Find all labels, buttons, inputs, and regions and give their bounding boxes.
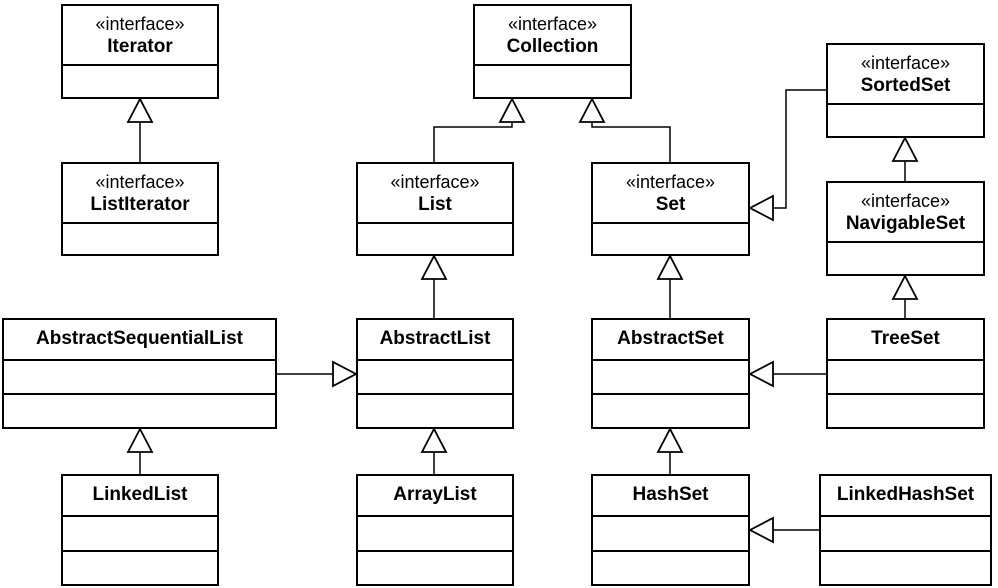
stereotype-label: «interface»: [860, 53, 951, 73]
class-name: Set: [655, 194, 686, 215]
inheritance-arrowhead-abstractsequentiallist-abstractlist: [332, 360, 358, 388]
class-name: AbstractSet: [617, 328, 724, 349]
inheritance-arrowhead-abstractlist-list: [420, 254, 448, 280]
inheritance-arrowhead-navigableset-sortedset: [891, 136, 919, 162]
class-hashset[interactable]: HashSet: [591, 474, 750, 586]
class-name: TreeSet: [871, 328, 940, 349]
class-name: AbstractSequentialList: [36, 328, 243, 349]
class-name: LinkedHashSet: [836, 484, 975, 505]
class-arraylist[interactable]: ArrayList: [356, 474, 514, 586]
inheritance-arrowhead-linkedhashset-hashset: [748, 516, 774, 544]
class-treeset[interactable]: TreeSet: [826, 318, 985, 429]
class-name: ArrayList: [393, 484, 477, 505]
stereotype-label: «interface»: [95, 14, 185, 34]
class-sortedset[interactable]: «interface» SortedSet: [826, 43, 985, 138]
stereotype-label: «interface»: [860, 191, 951, 211]
class-abstractsequentiallist[interactable]: AbstractSequentialList: [2, 318, 277, 429]
inheritance-arrowhead-hashset-abstractset: [656, 427, 684, 453]
stereotype-label: «interface»: [625, 172, 716, 192]
class-name: AbstractList: [379, 328, 491, 349]
generalization-line-set-collection: [591, 122, 671, 162]
class-linkedhashset[interactable]: LinkedHashSet: [819, 474, 992, 586]
class-abstractlist[interactable]: AbstractList: [356, 318, 514, 429]
class-abstractset[interactable]: AbstractSet: [591, 318, 750, 429]
inheritance-arrowhead-linkedlist-abstractsequentiallist: [126, 427, 154, 453]
inheritance-arrowhead-listiterator-iterator: [126, 97, 154, 123]
class-name: Collection: [506, 36, 599, 57]
class-name: Iterator: [107, 36, 173, 57]
inheritance-arrowhead-treeset-navigableset: [891, 274, 919, 300]
class-name: LinkedList: [92, 484, 188, 505]
inheritance-arrowhead-list-collection: [498, 97, 526, 123]
class-set[interactable]: «interface» Set: [591, 162, 750, 256]
class-collection[interactable]: «interface» Collection: [473, 4, 632, 99]
stereotype-label: «interface»: [390, 172, 480, 192]
inheritance-arrowhead-set-collection: [578, 97, 606, 123]
generalization-line-list-collection: [433, 122, 513, 162]
inheritance-arrowhead-abstractset-set: [656, 254, 684, 280]
class-navigableset[interactable]: «interface» NavigableSet: [826, 181, 985, 276]
generalization-line-sortedset-set: [773, 89, 826, 209]
stereotype-label: «interface»: [95, 172, 185, 192]
class-name: HashSet: [632, 484, 709, 505]
class-linkedlist[interactable]: LinkedList: [61, 474, 219, 586]
inheritance-arrowhead-sortedset-set: [748, 194, 774, 222]
class-listiterator[interactable]: «interface» ListIterator: [61, 162, 219, 256]
class-name: SortedSet: [860, 75, 951, 96]
class-list[interactable]: «interface» List: [356, 162, 514, 256]
class-name: ListIterator: [90, 194, 190, 215]
class-name: NavigableSet: [845, 213, 966, 234]
inheritance-arrowhead-treeset-abstractset: [748, 360, 774, 388]
inheritance-arrowhead-arraylist-abstractlist: [420, 427, 448, 453]
class-iterator[interactable]: «interface» Iterator: [61, 4, 219, 99]
class-name: List: [418, 194, 452, 215]
stereotype-label: «interface»: [507, 14, 598, 34]
